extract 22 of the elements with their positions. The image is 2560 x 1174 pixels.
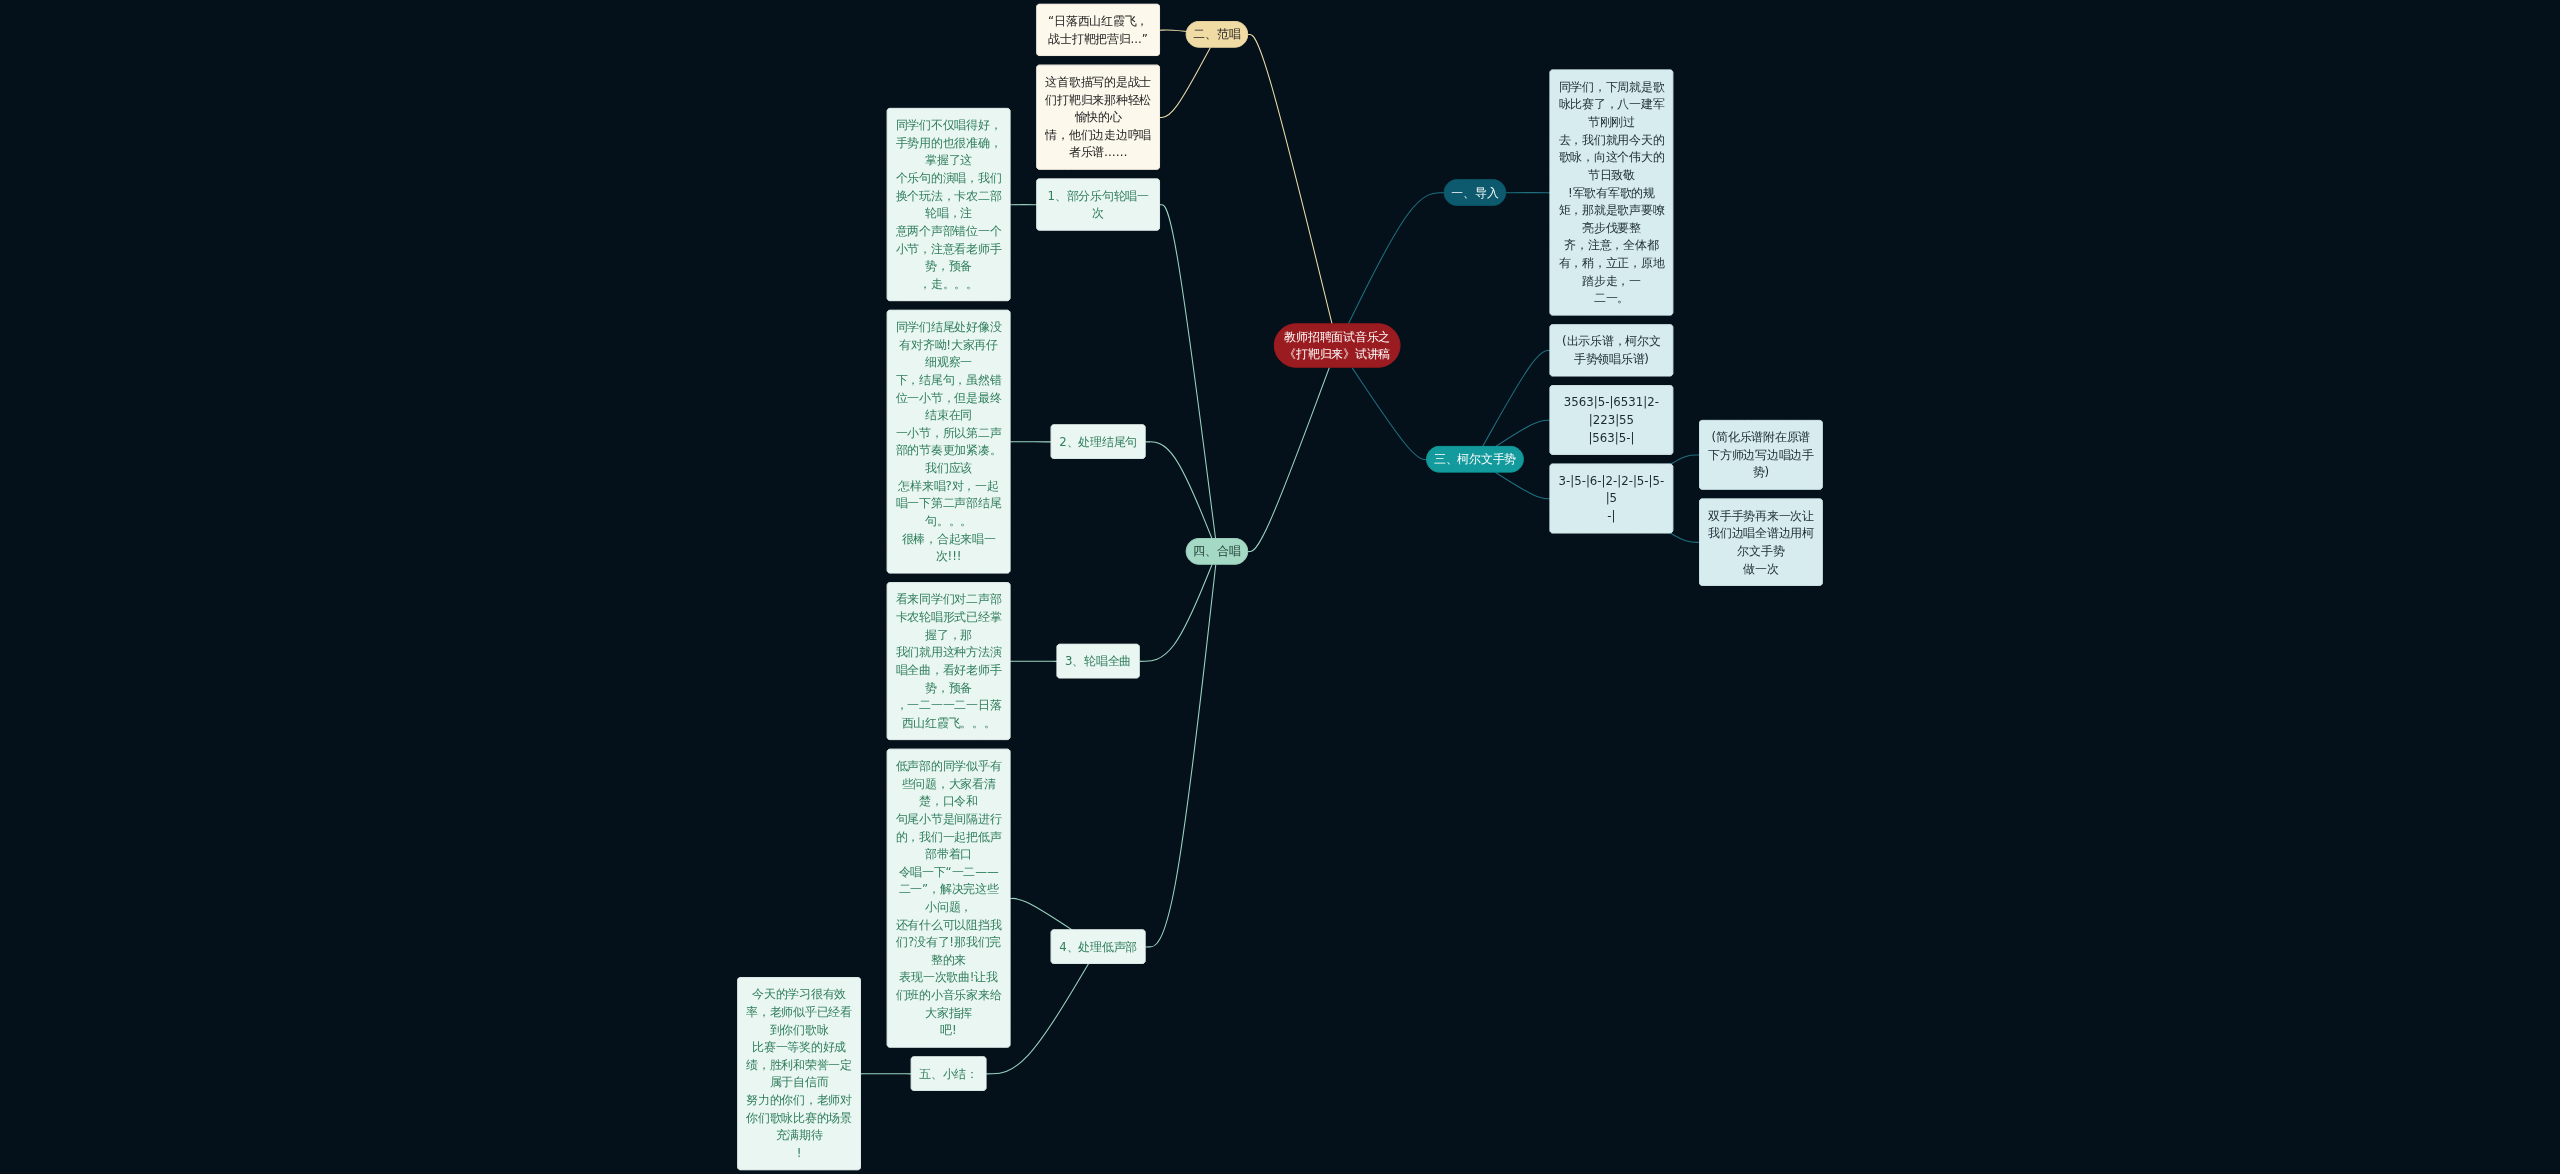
connector: [1481, 350, 1551, 448]
connector: [1494, 471, 1551, 500]
connector: [1505, 192, 1551, 194]
connector: [1139, 563, 1213, 662]
connector: [1347, 192, 1446, 325]
connector: [1494, 419, 1551, 448]
connector: [1009, 660, 1058, 662]
connector: [1159, 29, 1188, 33]
connector: [1670, 532, 1701, 543]
connector: [860, 1073, 913, 1075]
connector: [1144, 441, 1213, 540]
connector: [1247, 34, 1333, 325]
connector: [985, 963, 1090, 1075]
connector: [1351, 366, 1428, 461]
connector: [1670, 454, 1701, 465]
connector: [1159, 46, 1211, 118]
connector: [1159, 204, 1217, 540]
connector: [1009, 204, 1038, 206]
connector: [1009, 441, 1052, 443]
connector: [1009, 897, 1073, 931]
connector: [1247, 366, 1330, 553]
connector: [1144, 563, 1217, 948]
